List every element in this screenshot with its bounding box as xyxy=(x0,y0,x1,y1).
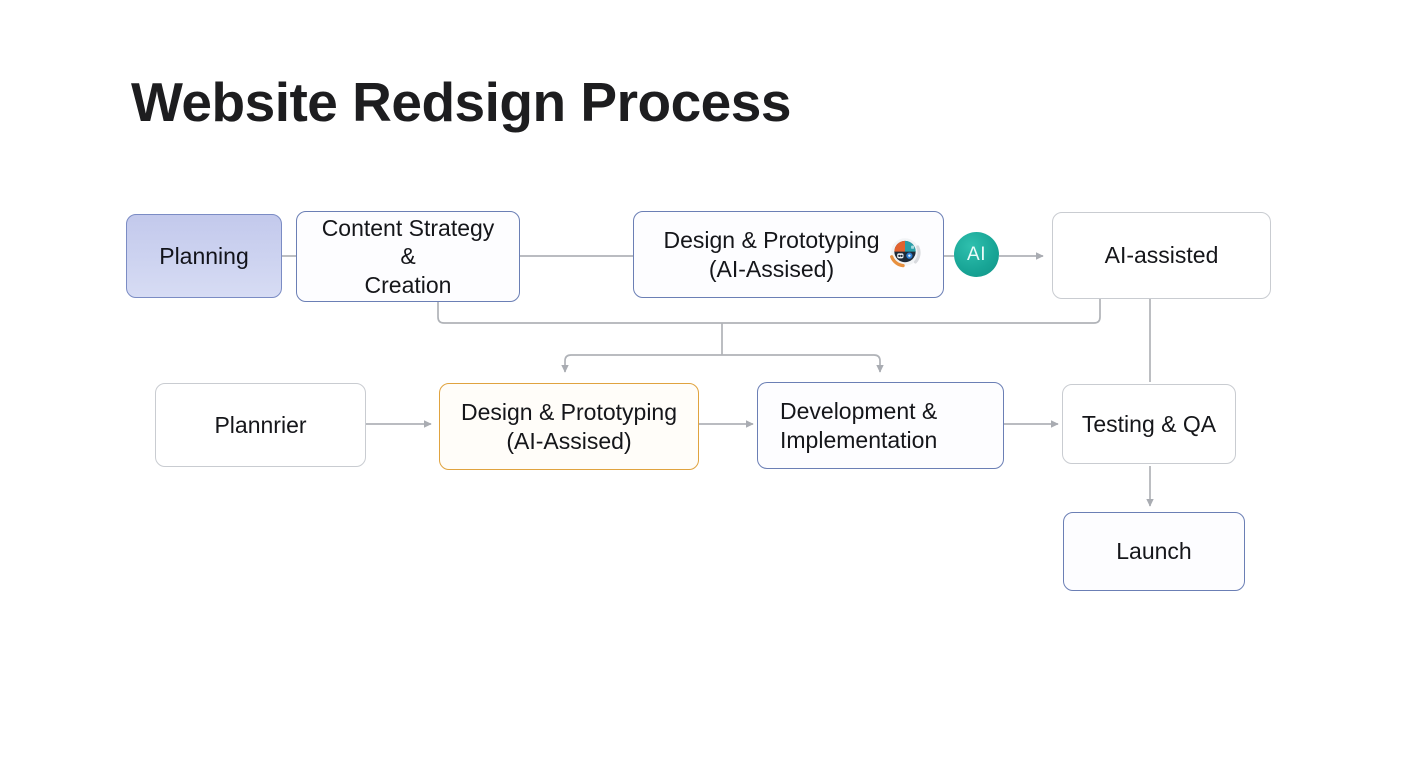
node-plannrier[interactable]: Plannrier xyxy=(155,383,366,467)
node-launch[interactable]: Launch xyxy=(1063,512,1245,591)
node-ai-assisted[interactable]: AI-assisted xyxy=(1052,212,1271,299)
node-ai-assisted-label: AI-assisted xyxy=(1104,242,1219,269)
node-testing-qa[interactable]: Testing & QA xyxy=(1062,384,1236,464)
node-design-prototyping-top-label: Design & Prototyping (AI-Assised) xyxy=(663,227,880,282)
edge-split-right xyxy=(722,354,884,373)
edge-content-bus xyxy=(437,298,1101,324)
page-title: Website Redsign Process xyxy=(131,71,791,133)
node-content-strategy-label: Content Strategy & Creation xyxy=(321,215,495,298)
robot-icon xyxy=(890,238,921,268)
ai-badge-label: AI xyxy=(967,243,986,265)
node-planning[interactable]: Planning xyxy=(126,214,282,298)
node-design-prototyping-bottom-label: Design & Prototyping (AI-Assised) xyxy=(460,399,678,454)
edge-split-left xyxy=(561,354,722,373)
node-design-prototyping-bottom[interactable]: Design & Prototyping (AI-Assised) xyxy=(439,383,699,470)
node-testing-qa-label: Testing & QA xyxy=(1081,410,1217,437)
node-launch-label: Launch xyxy=(1116,538,1192,565)
ai-badge[interactable]: AI xyxy=(954,232,999,277)
node-development[interactable]: Development & Implementation xyxy=(757,382,1004,469)
node-planning-label: Planning xyxy=(159,242,249,269)
node-development-label: Development & Implementation xyxy=(780,398,938,453)
node-content-strategy[interactable]: Content Strategy & Creation xyxy=(296,211,520,302)
node-plannrier-label: Plannrier xyxy=(214,411,307,438)
